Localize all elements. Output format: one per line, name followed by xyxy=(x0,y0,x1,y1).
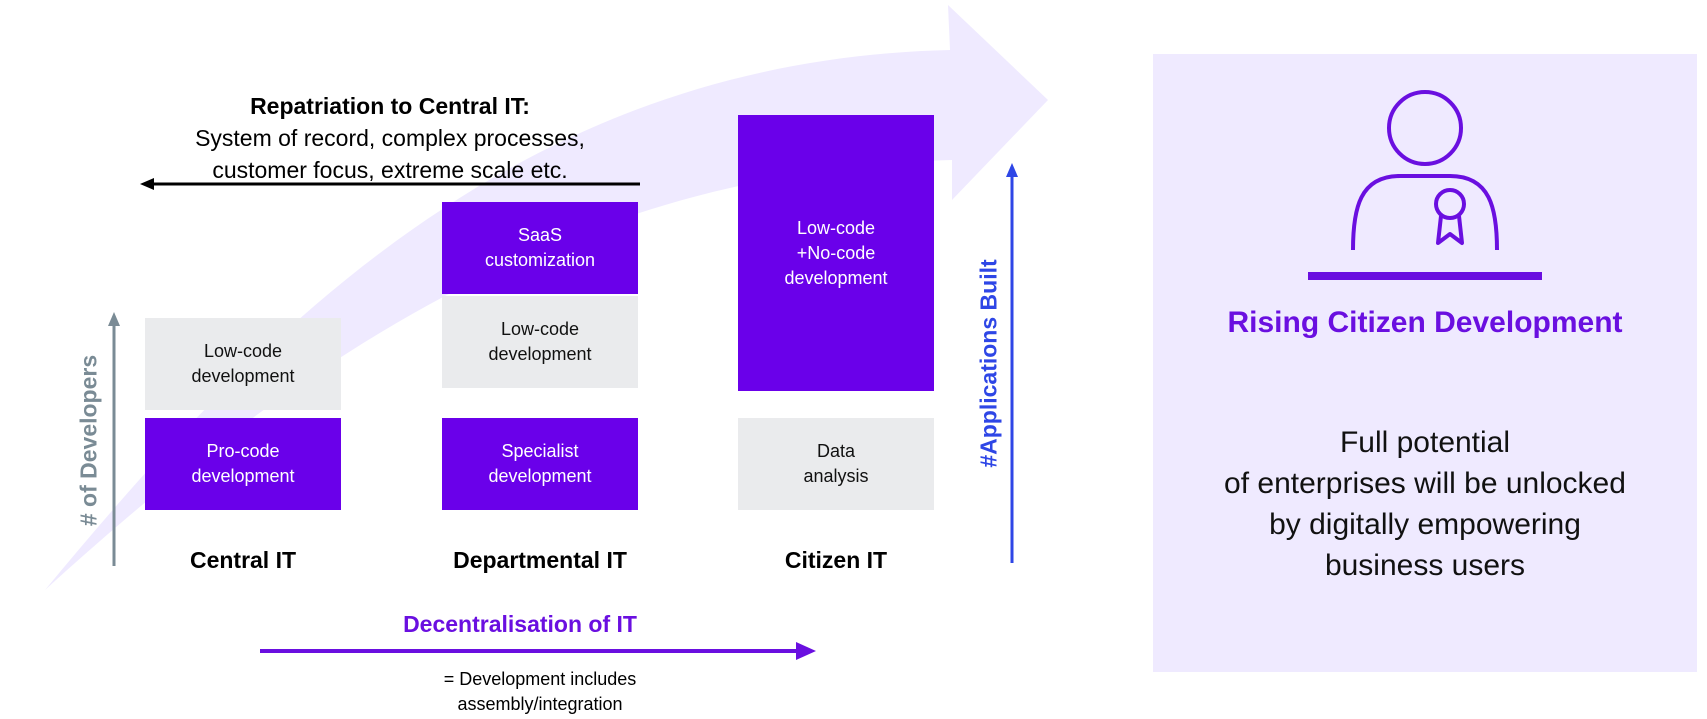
citizen-development-panel xyxy=(1153,54,1697,672)
panel-body: Full potential of enterprises will be un… xyxy=(1224,426,1626,582)
panel-title: Rising Citizen Development xyxy=(1227,306,1623,339)
citizen-it-label: Citizen IT xyxy=(784,547,888,573)
applications-axis-arrow xyxy=(1006,163,1018,563)
decentralisation-label: Decentralisation of IT xyxy=(403,611,637,637)
developers-axis-arrow xyxy=(108,312,120,566)
developers-axis-label: # of Developers xyxy=(75,354,102,527)
citizen-developer-icon xyxy=(1308,90,1542,280)
footnote: = Development includes assembly/integrat… xyxy=(443,669,637,714)
departmental-lowcode-box: Low-code development xyxy=(442,296,638,388)
central-lowcode-box: Low-code development xyxy=(145,318,341,410)
applications-axis-label: #Applications Built xyxy=(975,259,1002,468)
departmental-it-label: Departmental IT xyxy=(453,547,627,573)
decentralisation-arrow xyxy=(260,642,816,660)
departmental-specialist-box: Specialist development xyxy=(442,418,638,510)
repatriation-arrow xyxy=(140,178,640,190)
departmental-saas-box: SaaS customization xyxy=(442,202,638,294)
citizen-data-analysis-box: Data analysis xyxy=(738,418,934,510)
repatriation-title: Repatriation to Central IT: xyxy=(250,93,530,119)
central-it-label: Central IT xyxy=(189,547,297,573)
repatriation-body: System of record, complex processes, cus… xyxy=(195,125,585,183)
repatriation-note: Repatriation to Central IT: System of re… xyxy=(150,90,630,186)
central-procode-box: Pro-code development xyxy=(145,418,341,510)
citizen-lowcode-nocode-box: Low-code +No-code development xyxy=(738,115,934,391)
